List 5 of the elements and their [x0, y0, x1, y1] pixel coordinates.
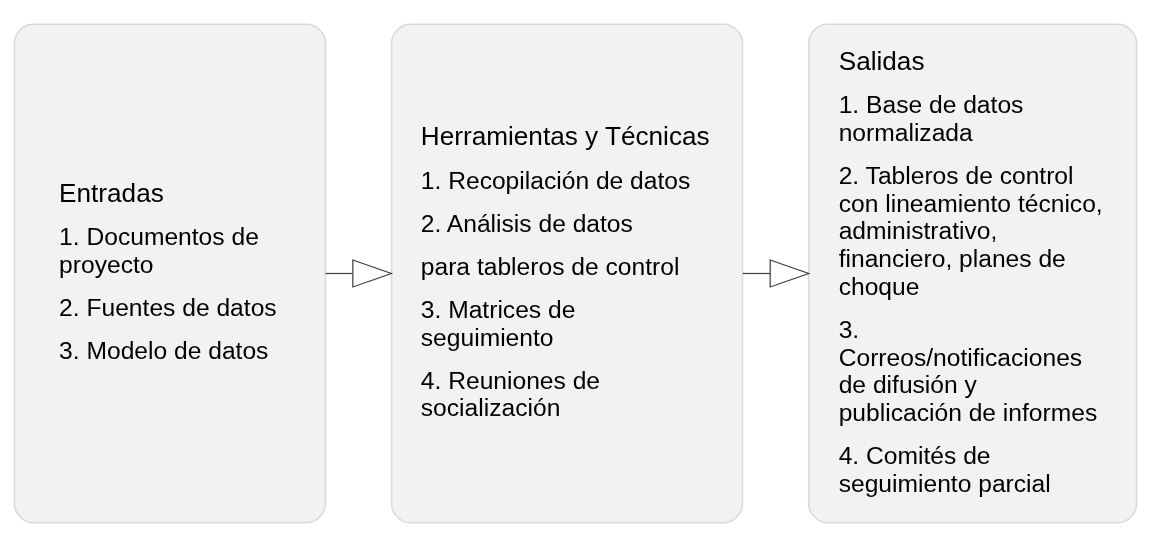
arrow	[742, 258, 811, 288]
node-box: Salidas 1. Base de datos normalizada 2. Tableros de control con lineamiento técnico, administrativo, financiero, planes de choque 3. Correos/notificaciones de difusión y publicación de informes 4. Comités de seguimiento parcial	[807, 22, 1138, 524]
node-box: Entradas 1. Documentos de proyecto 2. Fuentes de datos 3. Modelo de datos	[13, 22, 327, 524]
node-box: Herramientas y Técnicas 1. Recopilación de datos 2. Análisis de datos para tableros de control 3. Matrices de seguimiento 4. Reuniones de socialización	[390, 22, 744, 524]
arrow	[324, 258, 394, 288]
